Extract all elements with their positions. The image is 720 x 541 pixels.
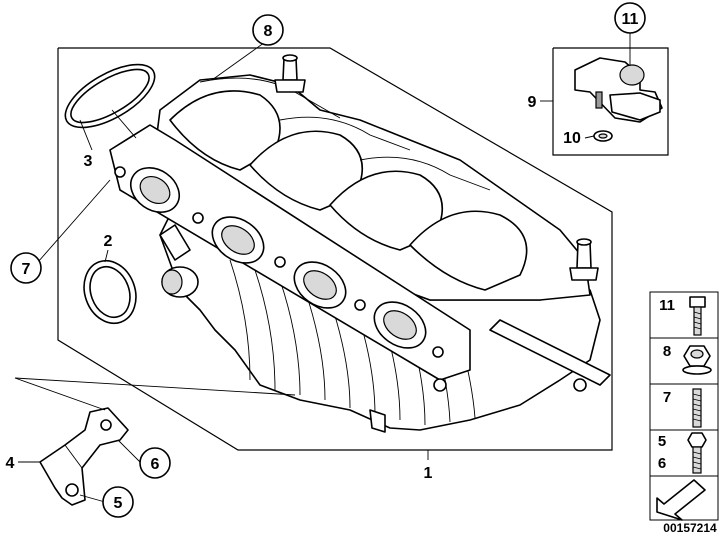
callout-2: 2	[104, 233, 113, 250]
callout-8: 8	[252, 14, 284, 46]
callout-7-label: 7	[22, 261, 31, 278]
callout-6: 6	[139, 447, 171, 479]
callout-3: 3	[84, 153, 93, 170]
callout-8-label: 8	[264, 23, 273, 40]
nut-8-icon	[682, 345, 712, 375]
callout-9-label: 9	[528, 94, 537, 111]
sensor-box	[552, 47, 669, 156]
legend-label-5: 5	[658, 433, 666, 450]
direction-arrow-icon	[656, 479, 706, 521]
callout-1-label: 1	[424, 465, 433, 482]
diagram-id: 00157214	[663, 521, 717, 535]
callout-10-label: 10	[563, 130, 581, 147]
callout-11: 11	[614, 2, 646, 34]
callout-5-label: 5	[114, 495, 123, 512]
callout-10: 10	[563, 130, 581, 147]
callout-6-label: 6	[151, 456, 160, 473]
assembly-frame	[57, 47, 613, 451]
legend-label-6: 6	[658, 455, 666, 472]
callout-5: 5	[102, 486, 134, 518]
callout-4: 4	[6, 455, 15, 472]
callout-2-label: 2	[104, 233, 113, 250]
hardware-legend: 11 8 7 5 6	[649, 291, 719, 521]
callout-7: 7	[10, 252, 42, 284]
bolt-5-6-icon	[687, 432, 707, 474]
callout-3-label: 3	[84, 153, 93, 170]
gasket-ring-2	[83, 259, 137, 325]
callout-4-label: 4	[6, 455, 15, 472]
intake-manifold	[109, 54, 611, 433]
callout-1: 1	[424, 465, 433, 482]
leader-lines	[18, 30, 631, 503]
bracket-4	[39, 407, 129, 506]
stud-7-icon	[692, 388, 702, 428]
legend-label-11: 11	[659, 297, 675, 314]
callout-9: 9	[528, 94, 537, 111]
legend-label-7: 7	[663, 389, 671, 406]
gasket-ring-3	[64, 63, 156, 129]
legend-label-8: 8	[663, 343, 671, 360]
bolt-11-icon	[689, 296, 706, 336]
callout-11-label: 11	[622, 11, 639, 28]
